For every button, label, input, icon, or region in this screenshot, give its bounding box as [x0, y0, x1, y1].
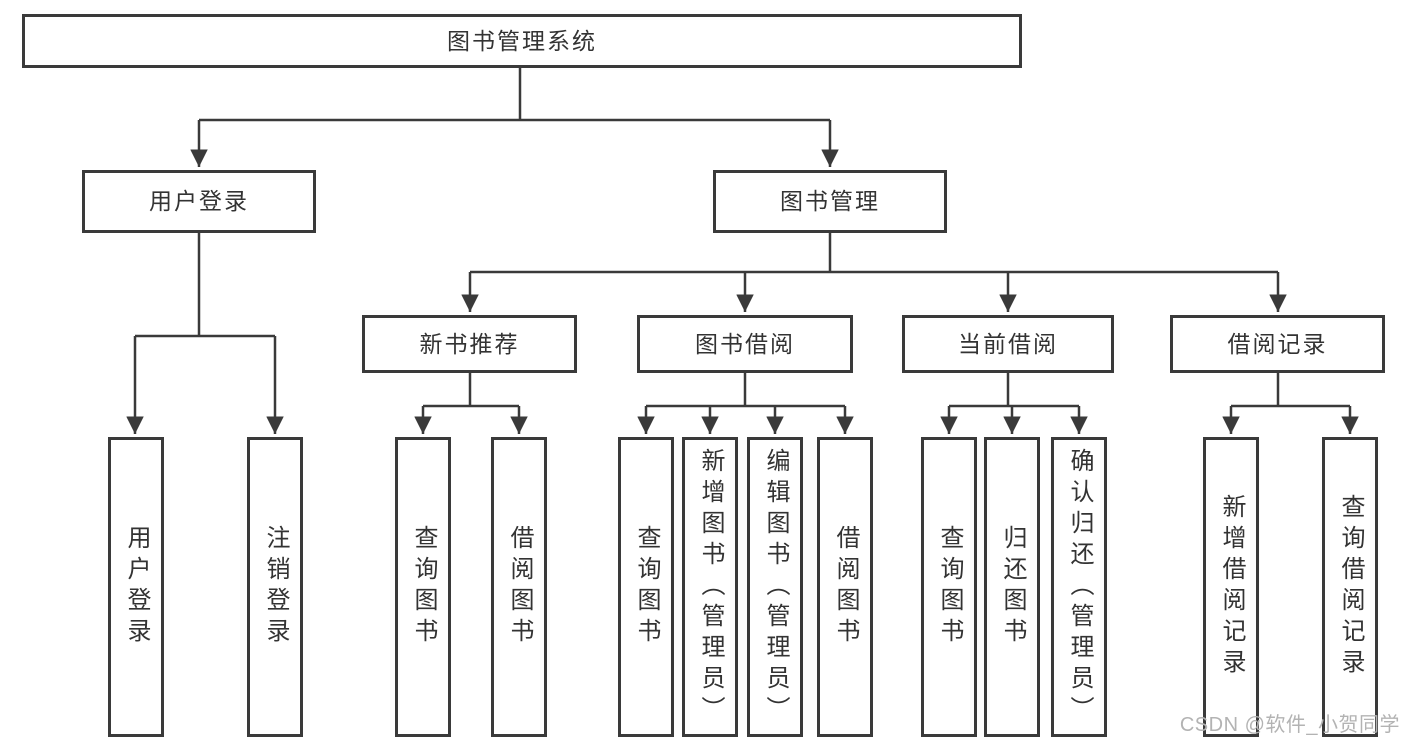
leaf-borrow-books-1: 借阅图书 — [491, 437, 547, 737]
node-label: 新增图书（管理员） — [697, 447, 724, 727]
leaf-query-books-2: 查询图书 — [618, 437, 674, 737]
leaf-query-books-3: 查询图书 — [921, 437, 977, 737]
node-book-borrowing: 图书借阅 — [637, 315, 853, 373]
node-current-borrowing: 当前借阅 — [902, 315, 1114, 373]
node-label: 借阅图书 — [506, 525, 533, 649]
leaf-query-borrow-record: 查询借阅记录 — [1322, 437, 1378, 737]
node-label: 查询图书 — [936, 525, 963, 649]
node-label: 注销登录 — [262, 525, 289, 649]
csdn-watermark: CSDN @软件_小贺同学 — [1179, 714, 1400, 736]
leaf-borrow-books-2: 借阅图书 — [817, 437, 873, 737]
node-label: 新书推荐 — [419, 330, 520, 357]
node-label: 查询图书 — [633, 525, 660, 649]
leaf-confirm-return-admin: 确认归还（管理员） — [1051, 437, 1107, 737]
edge-user-login-to-leaves — [126, 233, 284, 434]
edge-borrow-records-to-leaves — [1222, 373, 1359, 434]
node-label: 图书借阅 — [695, 330, 795, 357]
leaf-add-borrow-record: 新增借阅记录 — [1203, 437, 1259, 737]
node-book-management: 图书管理 — [713, 170, 947, 233]
node-user-login: 用户登录 — [82, 170, 316, 233]
node-new-book-recommend: 新书推荐 — [362, 315, 577, 373]
leaf-return-book: 归还图书 — [984, 437, 1040, 737]
node-label: 当前借阅 — [958, 330, 1058, 357]
node-label: 用户登录 — [123, 525, 150, 649]
node-label: 借阅记录 — [1227, 330, 1328, 357]
node-borrowing-records: 借阅记录 — [1170, 315, 1385, 373]
edge-book-mgmt-to-level3 — [461, 233, 1287, 312]
edge-book-borrow-to-leaves — [637, 373, 854, 434]
node-label: 查询图书 — [410, 525, 437, 649]
edge-new-book-rec-to-leaves — [414, 373, 528, 434]
node-label: 借阅图书 — [832, 525, 859, 649]
leaf-add-book-admin: 新增图书（管理员） — [682, 437, 738, 737]
node-label: 编辑图书（管理员） — [762, 447, 789, 727]
node-label: 图书管理 — [780, 188, 880, 214]
edge-current-borrow-to-leaves — [940, 373, 1088, 434]
leaf-query-books-1: 查询图书 — [395, 437, 451, 737]
node-label: 用户登录 — [149, 188, 249, 214]
node-label: 归还图书 — [999, 525, 1026, 649]
node-label: 确认归还（管理员） — [1066, 447, 1093, 727]
edge-root-to-level2 — [190, 68, 839, 167]
node-label: 新增借阅记录 — [1218, 494, 1245, 680]
leaf-edit-book-admin: 编辑图书（管理员） — [747, 437, 803, 737]
node-library-management-system: 图书管理系统 — [22, 14, 1022, 68]
node-label: 查询借阅记录 — [1337, 494, 1364, 680]
leaf-logout: 注销登录 — [247, 437, 303, 737]
node-label: 图书管理系统 — [447, 27, 597, 54]
leaf-user-login: 用户登录 — [108, 437, 164, 737]
